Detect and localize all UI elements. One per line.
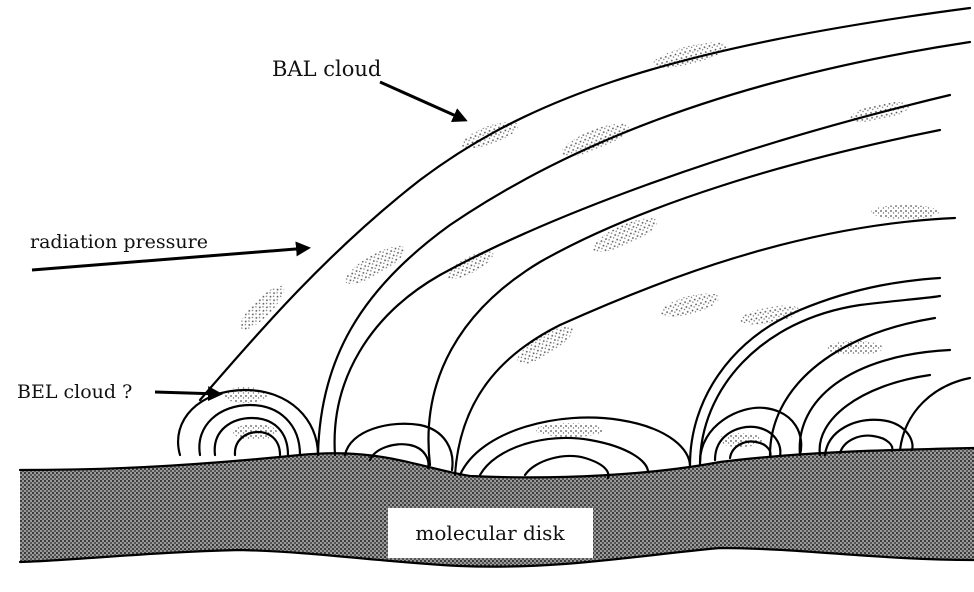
bal-arrow xyxy=(379,80,468,122)
loop xyxy=(213,416,290,457)
molecular-disk-label: molecular disk xyxy=(415,521,565,545)
cloud-blob xyxy=(827,341,883,355)
loop xyxy=(343,422,454,472)
loop xyxy=(823,418,914,457)
streamline xyxy=(427,128,942,467)
loop xyxy=(458,416,692,477)
cloud-blob xyxy=(660,293,720,317)
cloud-blob xyxy=(536,423,604,437)
loop xyxy=(523,454,610,480)
streamline xyxy=(898,376,972,452)
loop xyxy=(368,443,430,470)
loop xyxy=(233,430,282,457)
cloud-blob xyxy=(239,285,285,331)
streamline xyxy=(198,6,972,402)
loop xyxy=(728,440,772,460)
bal-cloud-label: BAL cloud xyxy=(272,57,381,81)
loop xyxy=(838,434,894,455)
cloud-blob xyxy=(653,42,727,68)
molecular-disk xyxy=(18,446,974,568)
streamline xyxy=(333,93,952,457)
streamline xyxy=(316,40,972,457)
cloud-blob xyxy=(561,123,629,157)
annotation-arrows xyxy=(31,80,468,402)
streamline xyxy=(818,373,932,457)
loop xyxy=(177,388,320,457)
magnetic-loops xyxy=(177,388,914,480)
radiation-arrow xyxy=(31,241,311,272)
streamline xyxy=(698,294,942,467)
cloud-blob xyxy=(871,205,939,219)
bel-cloud-label: BEL cloud ? xyxy=(17,381,132,403)
cloud-blob xyxy=(446,250,494,280)
bel-arrow xyxy=(154,386,223,402)
cloud-blob xyxy=(345,245,405,285)
streamline xyxy=(798,348,952,457)
streamline xyxy=(453,216,957,477)
loop xyxy=(698,406,803,464)
cloud-blob xyxy=(740,305,800,325)
molecular-disk-label-box: molecular disk xyxy=(388,508,593,558)
cloud-blob xyxy=(592,218,658,252)
streamline xyxy=(768,316,937,457)
loop xyxy=(713,425,782,462)
radiation-pressure-label: radiation pressure xyxy=(30,231,208,253)
cloud-blob xyxy=(718,433,762,447)
loop xyxy=(478,436,650,477)
loop xyxy=(198,403,302,457)
wind-streamlines xyxy=(198,6,972,477)
streamline xyxy=(688,276,942,467)
cloud-blob xyxy=(517,326,573,364)
